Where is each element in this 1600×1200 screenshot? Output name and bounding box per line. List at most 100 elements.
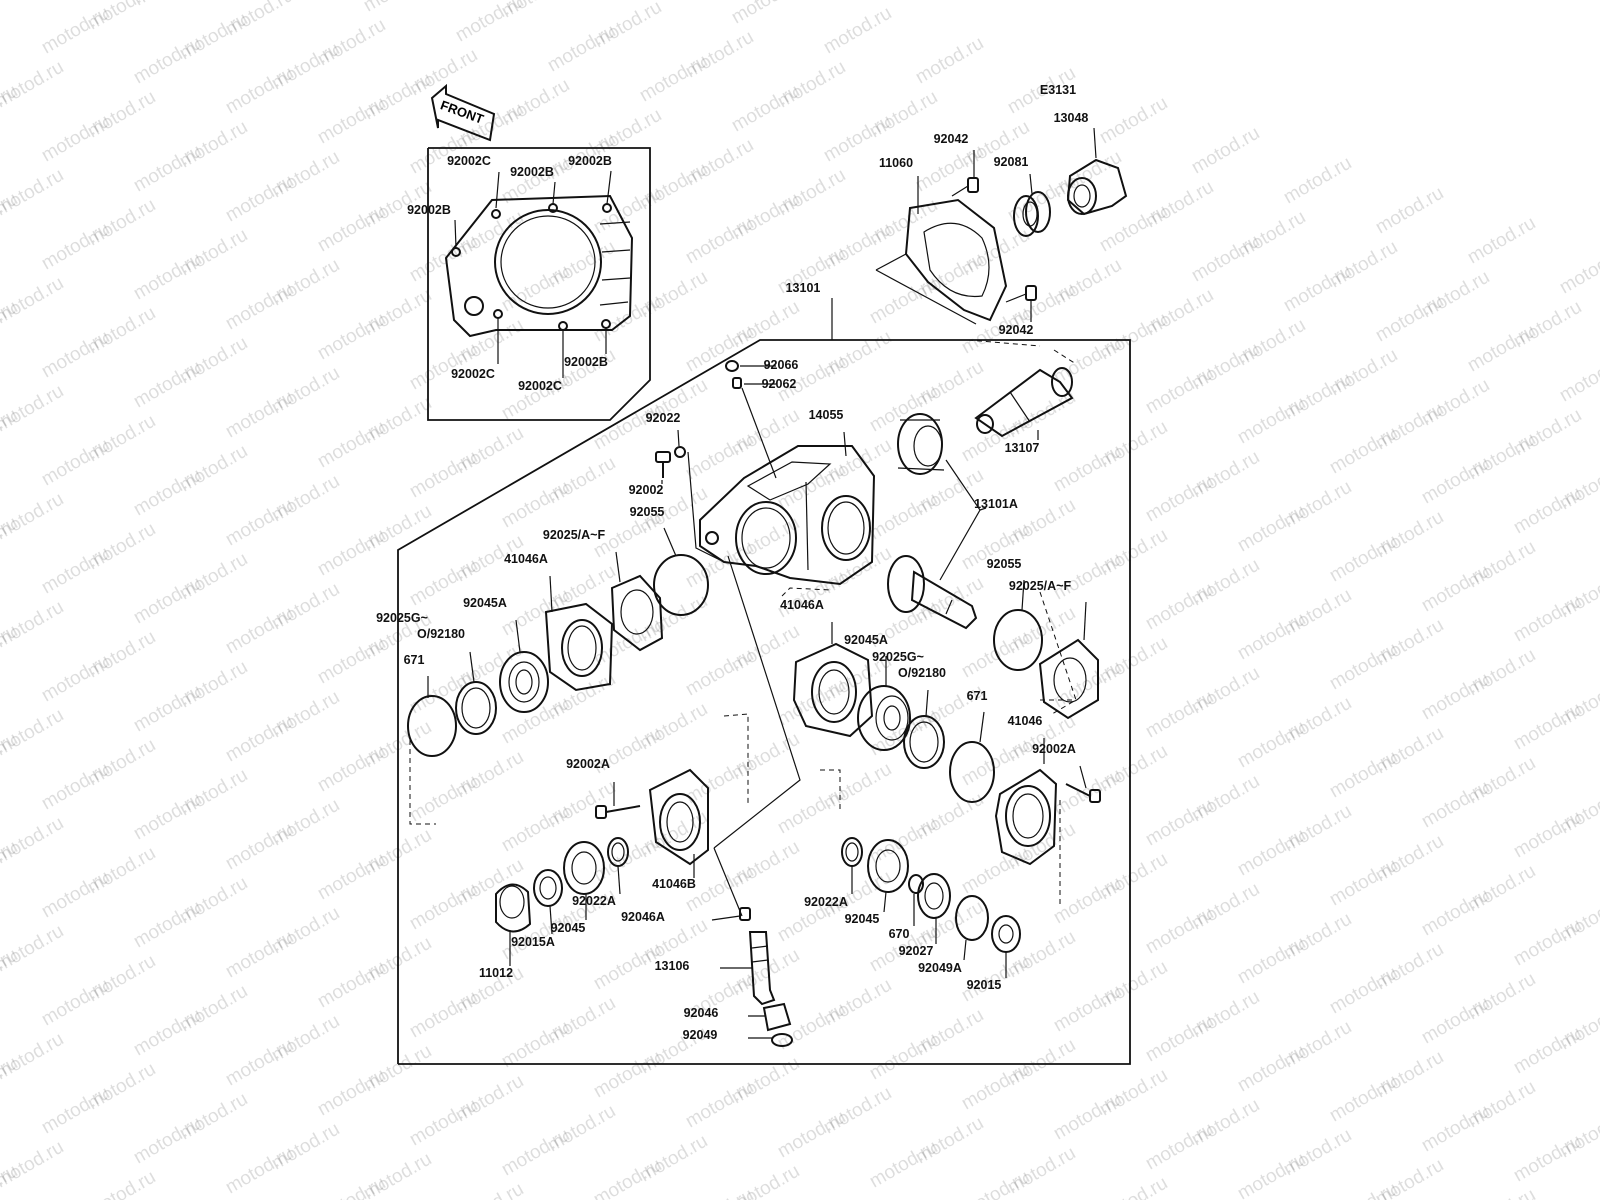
- watermark-text: motod.ru: [1372, 291, 1447, 347]
- gear-13106-icon: [720, 931, 776, 1006]
- watermark-text: motod.ru: [1188, 123, 1263, 179]
- watermark-text: motod.ru: [1050, 1089, 1125, 1145]
- watermark-text: motod.ru: [1280, 261, 1355, 317]
- watermark-text: motod.ru: [728, 0, 803, 28]
- part-label: 671: [404, 653, 425, 667]
- part-label: 41046B: [652, 877, 696, 891]
- watermark-text: motod.ru: [912, 33, 987, 89]
- watermark-text: motod.ru: [314, 93, 389, 149]
- spacer-92049A-icon: [955, 895, 989, 961]
- shim-92025-left-icon: [610, 551, 664, 652]
- watermark-text: motod.ru: [1418, 561, 1493, 617]
- watermark-text: motod.ru: [820, 3, 895, 59]
- watermark-text: motod.ru: [1418, 669, 1493, 725]
- watermark-text: motod.ru: [1418, 777, 1493, 833]
- watermark-text: motod.ru: [130, 33, 205, 89]
- bolt-92002A-right-icon: [1065, 765, 1101, 803]
- watermark-text: motod.ru: [0, 0, 67, 4]
- watermark-text: motod.ru: [222, 603, 297, 659]
- watermark-text: motod.ru: [1510, 483, 1585, 539]
- watermark-text: motod.ru: [314, 633, 389, 689]
- watermark-text: motod.ru: [130, 141, 205, 197]
- watermark-text: motod.ru: [498, 585, 573, 641]
- watermark-text: motod.ru: [1142, 687, 1217, 743]
- watermark-text: motod.ru: [866, 489, 941, 545]
- watermark-text: motod.ru: [498, 369, 573, 425]
- watermark-text: motod.ru: [38, 3, 113, 59]
- watermark-text: motod.ru: [406, 231, 481, 287]
- bolt-hole-icons: [451, 203, 612, 331]
- watermark-text: motod.ru: [406, 771, 481, 827]
- watermark-text: motod.ru: [1510, 1023, 1585, 1079]
- watermark-text: motod.ru: [314, 1173, 389, 1200]
- shim-92025-right-icon: [1038, 601, 1099, 720]
- watermark-text: motod.ru: [38, 327, 113, 383]
- watermark-text: motod.ru: [1510, 1131, 1585, 1187]
- watermark-text: motod.ru: [498, 1125, 573, 1181]
- watermark-text: motod.ru: [1142, 363, 1217, 419]
- part-label: 92042: [934, 132, 969, 146]
- bearing-housing-41046-icon: [994, 738, 1058, 866]
- part-label: E3131: [1040, 83, 1076, 97]
- watermark-text: motod.ru: [1050, 441, 1125, 497]
- watermark-text: motod.ru: [38, 867, 113, 923]
- watermark-text: motod.ru: [1234, 501, 1309, 557]
- part-label: 41046A: [780, 598, 824, 612]
- part-label: 92025G~: [872, 650, 924, 664]
- part-label: 92002B: [510, 165, 554, 179]
- o-ring-92055-right-icon: [993, 579, 1043, 671]
- part-label: 92046: [684, 1006, 719, 1020]
- watermark-text: motod.ru: [1326, 423, 1401, 479]
- bearing-92045A-left-icon: [499, 619, 549, 713]
- watermark-text: motod.ru: [1050, 981, 1125, 1037]
- part-label: 92002: [629, 483, 664, 497]
- watermark-text: motod.ru: [222, 387, 297, 443]
- nut-92015A-icon: [533, 869, 563, 935]
- watermark-text: motod.ru: [406, 123, 481, 179]
- watermark-text: motod.ru: [1464, 213, 1539, 269]
- watermark-text: motod.ru: [1096, 93, 1171, 149]
- watermark-text: motod.ru: [84, 1167, 159, 1200]
- watermark-text: motod.ru: [222, 1035, 297, 1091]
- watermark-text: motod.ru: [866, 273, 941, 329]
- part-label: 92055: [987, 557, 1022, 571]
- watermark-text: motod.ru: [130, 1113, 205, 1169]
- watermark-text: motod.ru: [222, 711, 297, 767]
- watermark-text: motod.ru: [222, 279, 297, 335]
- bearing-92045A-right-icon: [857, 656, 911, 751]
- washer-92022A-right-icon: [841, 837, 863, 894]
- watermark-text: motod.ru: [130, 573, 205, 629]
- bolt-92062-icon: [732, 377, 777, 479]
- part-label: O/92180: [417, 627, 465, 641]
- watermark-text: motod.ru: [774, 1107, 849, 1163]
- watermark-text: motod.ru: [38, 975, 113, 1031]
- watermark-text: motod.ru: [1418, 1101, 1493, 1157]
- watermark-text: motod.ru: [498, 693, 573, 749]
- o-ring-671-left-icon: [407, 676, 457, 757]
- part-label: 41046A: [504, 552, 548, 566]
- part-number-labels: 92002C92002B92002B92002B92002C92002C9200…: [376, 83, 1088, 1042]
- watermark-text: motod.ru: [1510, 807, 1585, 863]
- watermark-text: motod.ru: [728, 81, 803, 137]
- watermark-text: motod.ru: [406, 1095, 481, 1151]
- sleeve-92027-icon: [917, 873, 951, 944]
- watermark-text: motod.ru: [1050, 765, 1125, 821]
- watermark-text: motod.ru: [1556, 243, 1600, 299]
- watermark-text: motod.ru: [1326, 531, 1401, 587]
- part-label: 92015A: [511, 935, 555, 949]
- part-label: 13107: [1005, 441, 1040, 455]
- part-label: 92002B: [564, 355, 608, 369]
- watermark-text: motod.ru: [1234, 933, 1309, 989]
- part-label: 13106: [655, 959, 690, 973]
- plug-92066-icon: [725, 360, 776, 372]
- watermark-text: motod.ru: [1234, 393, 1309, 449]
- part-label: 92022: [646, 411, 681, 425]
- watermark-text: motod.ru: [130, 681, 205, 737]
- part-label: 92042: [999, 323, 1034, 337]
- part-label: 13048: [1054, 111, 1089, 125]
- nut-92015-icon: [991, 915, 1021, 978]
- ring-gear-13101A-icon: [897, 413, 987, 581]
- watermark-text: motod.ru: [1050, 549, 1125, 605]
- watermark-text: motod.ru: [38, 1083, 113, 1139]
- part-label: 92025G~: [376, 611, 428, 625]
